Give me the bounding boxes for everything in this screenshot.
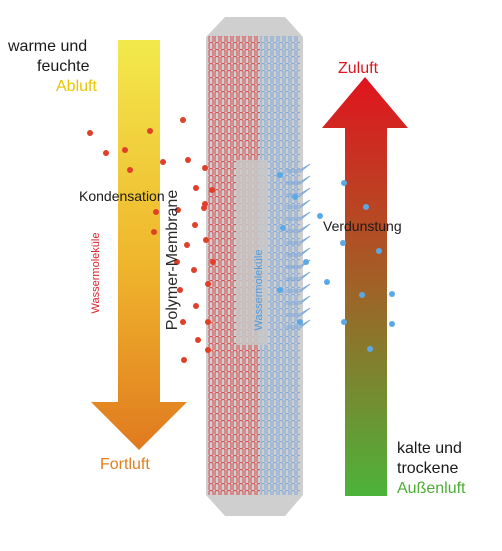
water-droplet <box>205 319 211 325</box>
flow-pointer <box>286 307 311 317</box>
water-droplet <box>175 207 181 213</box>
water-droplet <box>193 185 199 191</box>
flow-pointer <box>286 319 311 329</box>
water-droplet <box>297 319 303 325</box>
flow-pointer <box>286 211 311 221</box>
water-droplet <box>180 319 186 325</box>
water-droplet <box>389 321 395 327</box>
water-droplet <box>174 259 180 265</box>
flow-pointer <box>286 223 311 233</box>
water-droplet <box>303 259 309 265</box>
water-droplet <box>359 292 365 298</box>
water-droplet <box>341 180 347 186</box>
water-droplet <box>160 159 166 165</box>
condensation-label: Kondensation <box>79 188 165 204</box>
water-droplet <box>340 240 346 246</box>
aussenluft-label: Außenluft <box>397 480 466 497</box>
water-droplet <box>127 167 133 173</box>
water-droplet <box>317 213 323 219</box>
water-droplet <box>87 130 93 136</box>
water-droplet <box>363 204 369 210</box>
water-droplet <box>180 117 186 123</box>
flow-pointer <box>286 175 311 185</box>
zuluft-label: Zuluft <box>338 60 379 77</box>
flow-pointer <box>286 283 311 293</box>
water-droplet <box>205 347 211 353</box>
water-droplet <box>153 209 159 215</box>
flow-pointer <box>286 247 311 257</box>
water-droplet <box>185 157 191 163</box>
exhaust-air-arrow <box>91 40 187 450</box>
water-droplets-warm-side <box>87 117 216 363</box>
water-droplet <box>324 279 330 285</box>
water-droplet <box>292 194 298 200</box>
water-droplet <box>177 287 183 293</box>
water-droplet <box>181 357 187 363</box>
water-droplet <box>367 346 373 352</box>
water-droplet <box>209 187 215 193</box>
water-molecules-label-left: Wassermoleküle <box>90 232 102 314</box>
water-droplet <box>280 225 286 231</box>
water-droplet <box>147 128 153 134</box>
water-droplet <box>122 147 128 153</box>
water-droplet <box>341 319 347 325</box>
membrane-label: Polymer-Membrane <box>164 189 181 331</box>
water-droplet <box>376 248 382 254</box>
flow-pointer <box>286 295 311 305</box>
cold-dry-label-line2: trockene <box>397 460 459 477</box>
water-droplet <box>389 291 395 297</box>
flow-pointer <box>286 199 311 209</box>
fortluft-label: Fortluft <box>100 456 150 473</box>
water-droplet <box>210 259 216 265</box>
warm-humid-label-line2: feuchte <box>37 58 90 75</box>
water-droplet <box>103 150 109 156</box>
water-droplet <box>205 281 211 287</box>
vapor-flow-pointers <box>286 163 311 329</box>
flow-pointer <box>286 259 311 269</box>
water-droplet <box>191 267 197 273</box>
water-droplet <box>277 172 283 178</box>
abluft-label: Abluft <box>56 78 97 95</box>
water-droplet <box>193 303 199 309</box>
flow-pointer <box>286 163 311 173</box>
water-droplet <box>202 165 208 171</box>
cold-dry-label-line1: kalte und <box>397 440 462 457</box>
water-droplet <box>195 337 201 343</box>
flow-pointer <box>286 271 311 281</box>
water-droplet <box>184 242 190 248</box>
supply-air-arrow <box>322 77 408 496</box>
water-molecules-label-right: Wassermoleküle <box>253 249 265 331</box>
evaporation-label: Verdunstung <box>323 218 402 234</box>
water-droplet <box>151 229 157 235</box>
water-droplet <box>277 287 283 293</box>
polymer-membrane <box>206 17 303 516</box>
water-droplet <box>201 205 207 211</box>
water-droplets-cold-side <box>277 172 395 352</box>
warm-humid-label-line1: warme und <box>8 38 88 55</box>
flow-pointer <box>286 235 311 245</box>
water-droplet <box>192 222 198 228</box>
water-droplet <box>203 237 209 243</box>
